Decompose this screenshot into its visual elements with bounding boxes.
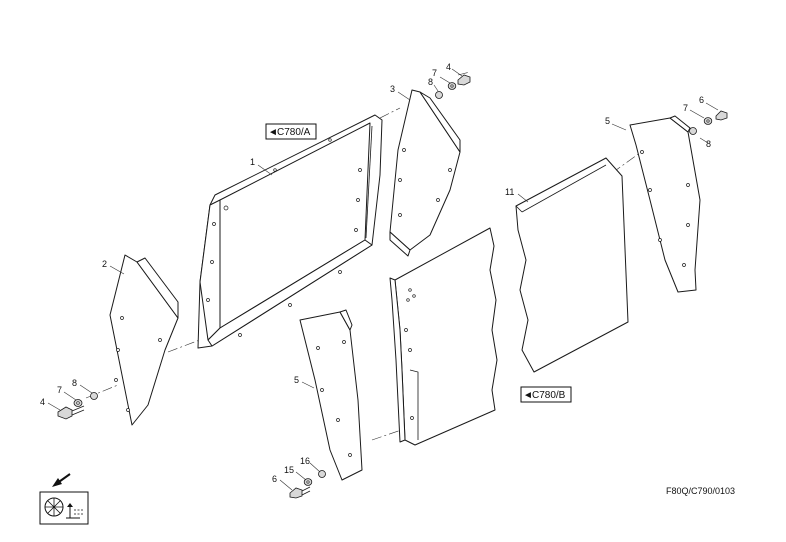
- callout-1: 1: [250, 157, 255, 167]
- part-lower-center-panel: [389, 227, 498, 446]
- hardware-top-bolt-washer-nut: [435, 74, 471, 99]
- callout-leaders: [47, 68, 719, 491]
- part-1-panel-frame: [197, 114, 383, 349]
- callout-6-right: 6: [699, 95, 704, 105]
- ref-arrow-icon: ◄: [268, 127, 278, 138]
- callout-8-top: 8: [428, 77, 433, 87]
- front-direction-arrow-icon: [52, 473, 71, 487]
- hardware-right-bolt-washer-nut: [689, 110, 728, 135]
- callout-2: 2: [102, 259, 107, 269]
- callout-15: 15: [284, 465, 294, 475]
- callout-6-lower: 6: [272, 474, 277, 484]
- callout-4-left: 4: [40, 397, 45, 407]
- drawing-code: F80Q/C790/0103: [666, 486, 735, 496]
- part-2-side-plate: [109, 254, 179, 426]
- callout-numbers: 1 2 3 4 7 8 8 7 4 5 7 6 8 11 5 16 15 6: [40, 62, 711, 484]
- callout-5-right: 5: [605, 116, 610, 126]
- ref-box-c780-a[interactable]: ◄ C780/A: [265, 123, 317, 140]
- ref-box-c780-b[interactable]: ◄ C780/B: [520, 386, 572, 403]
- part-3-side-plate: [389, 89, 461, 257]
- machine-section-icon: [39, 491, 89, 525]
- part-5-lower-plate: [299, 309, 363, 481]
- callout-5-lower: 5: [294, 375, 299, 385]
- callout-7-left: 7: [57, 385, 62, 395]
- callout-16: 16: [300, 456, 310, 466]
- hardware-lower-bolt-washer-nut: [289, 470, 326, 499]
- ref-label-c780-a: C780/A: [277, 127, 311, 138]
- callout-11: 11: [505, 187, 514, 197]
- callout-8-right: 8: [706, 139, 711, 149]
- callout-7-right: 7: [683, 103, 688, 113]
- callout-8-left: 8: [72, 378, 77, 388]
- callout-7-top: 7: [432, 68, 437, 78]
- hardware-left-bolt-washer-nut: [57, 392, 98, 420]
- ref-label-c780-b: C780/B: [532, 390, 566, 401]
- part-5-right-plate: [629, 115, 701, 293]
- callout-3: 3: [390, 84, 395, 94]
- callout-4-top: 4: [446, 62, 451, 72]
- part-11-large-sheet: [515, 157, 629, 373]
- ref-arrow-icon: ◄: [523, 390, 533, 401]
